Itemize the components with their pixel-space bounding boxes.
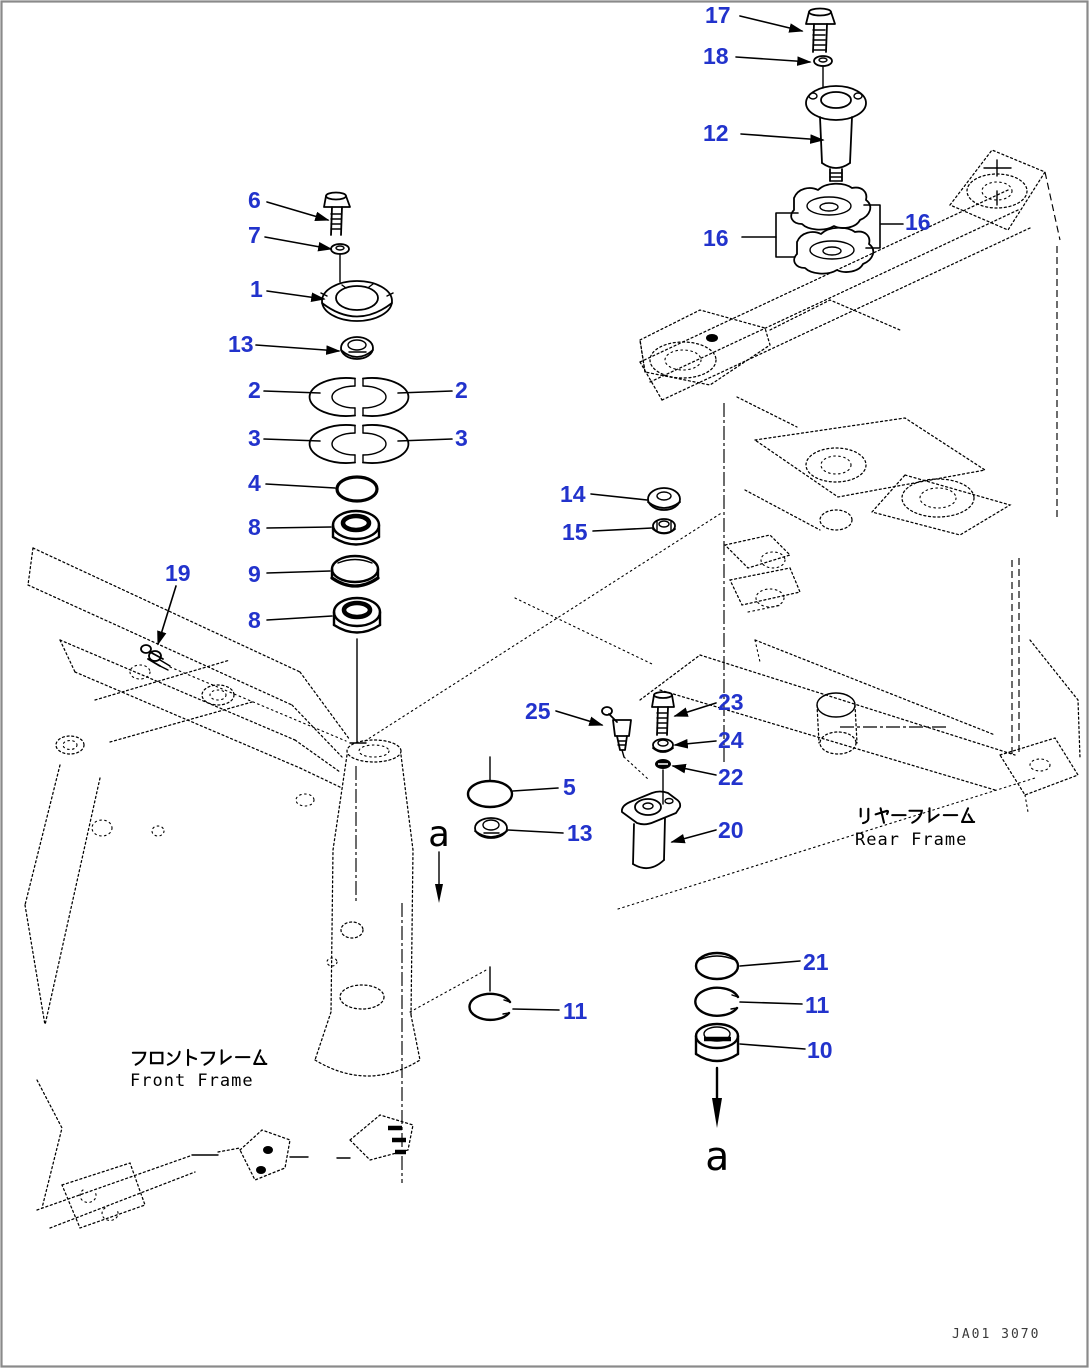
part-14-washer bbox=[647, 487, 681, 511]
callout-3-right[interactable]: 3 bbox=[455, 425, 468, 451]
section-marker-a-front: a bbox=[428, 814, 450, 855]
part-11-snap-ring-right bbox=[694, 986, 740, 1017]
assembly-axis-lines bbox=[169, 511, 1036, 1013]
callout-16-left[interactable]: 16 bbox=[703, 225, 729, 251]
part-24-nut bbox=[652, 738, 674, 753]
section-marker-a-bottom: a bbox=[705, 1134, 729, 1180]
callout-13-lower[interactable]: 13 bbox=[567, 820, 593, 846]
callout-2-left[interactable]: 2 bbox=[248, 377, 261, 403]
callout-20[interactable]: 20 bbox=[718, 817, 744, 843]
callout-2-right[interactable]: 2 bbox=[455, 377, 468, 403]
part-13-bushing-upper bbox=[340, 336, 374, 360]
front-frame-label-en: Front Frame bbox=[130, 1071, 254, 1091]
part-25-grease-fitting bbox=[601, 706, 632, 758]
front-frame-drawing bbox=[24, 547, 421, 1229]
part-16-clamps bbox=[775, 182, 881, 275]
callout-6[interactable]: 6 bbox=[248, 187, 261, 213]
section-arrow-front bbox=[435, 851, 443, 903]
callout-numbers: 17 18 12 16 16 6 7 1 13 2 2 3 3 4 8 9 8 … bbox=[165, 2, 931, 1063]
part-11-snap-ring-left bbox=[468, 966, 512, 1022]
part-20-pin bbox=[621, 790, 682, 870]
callout-15[interactable]: 15 bbox=[562, 519, 588, 545]
drawing-number: JA01 3070 bbox=[952, 1327, 1040, 1342]
part-3-split-ring bbox=[308, 424, 410, 464]
callout-16-right[interactable]: 16 bbox=[905, 209, 931, 235]
part-19-grease-fitting bbox=[140, 644, 171, 671]
part-13-bushing-lower bbox=[474, 817, 508, 839]
part-22-plug bbox=[655, 759, 671, 805]
part-6-bolt bbox=[323, 191, 351, 236]
callout-10[interactable]: 10 bbox=[807, 1037, 833, 1063]
part-18-washer bbox=[813, 55, 833, 89]
part-17-bolt bbox=[805, 7, 836, 53]
part-7-washer bbox=[330, 243, 350, 283]
callout-13-upper[interactable]: 13 bbox=[228, 331, 254, 357]
callout-8-lower[interactable]: 8 bbox=[248, 607, 261, 633]
part-8-bearing-lower bbox=[332, 596, 382, 743]
callout-11-left[interactable]: 11 bbox=[563, 998, 588, 1024]
leader-lines bbox=[157, 15, 904, 1050]
callout-21[interactable]: 21 bbox=[803, 949, 829, 975]
callout-22[interactable]: 22 bbox=[718, 764, 744, 790]
part-4-ring bbox=[335, 475, 379, 503]
callout-19[interactable]: 19 bbox=[165, 560, 191, 586]
callout-24[interactable]: 24 bbox=[718, 727, 744, 753]
callout-1[interactable]: 1 bbox=[250, 276, 263, 302]
part-15-nut bbox=[652, 518, 676, 535]
callout-8-upper[interactable]: 8 bbox=[248, 514, 261, 540]
callout-4[interactable]: 4 bbox=[248, 470, 261, 496]
part-9-ring bbox=[330, 554, 380, 588]
callout-23[interactable]: 23 bbox=[718, 689, 744, 715]
callout-12[interactable]: 12 bbox=[703, 120, 729, 146]
part-1-ring bbox=[320, 280, 394, 322]
callout-3-left[interactable]: 3 bbox=[248, 425, 261, 451]
part-8-bearing-upper bbox=[331, 509, 381, 546]
rear-frame-drawing bbox=[639, 149, 1081, 813]
callout-5[interactable]: 5 bbox=[563, 774, 576, 800]
rear-frame-label-jp bbox=[859, 807, 976, 825]
front-frame-label-jp bbox=[131, 1048, 268, 1067]
callout-9[interactable]: 9 bbox=[248, 561, 261, 587]
callout-7[interactable]: 7 bbox=[248, 222, 261, 248]
callout-14[interactable]: 14 bbox=[560, 481, 586, 507]
callout-11-right[interactable]: 11 bbox=[805, 992, 830, 1018]
section-arrow-bottom bbox=[712, 1066, 722, 1128]
part-23-bolt bbox=[651, 691, 675, 736]
part-10-bushing bbox=[694, 1022, 740, 1063]
part-2-split-ring bbox=[308, 377, 410, 417]
part-12-pin bbox=[805, 85, 867, 182]
callout-18[interactable]: 18 bbox=[703, 43, 729, 69]
part-21-ring bbox=[694, 951, 740, 981]
rear-frame-label-en: Rear Frame bbox=[855, 830, 967, 850]
part-5-o-ring bbox=[466, 756, 514, 809]
callout-17[interactable]: 17 bbox=[705, 2, 731, 28]
callout-25[interactable]: 25 bbox=[525, 698, 551, 724]
